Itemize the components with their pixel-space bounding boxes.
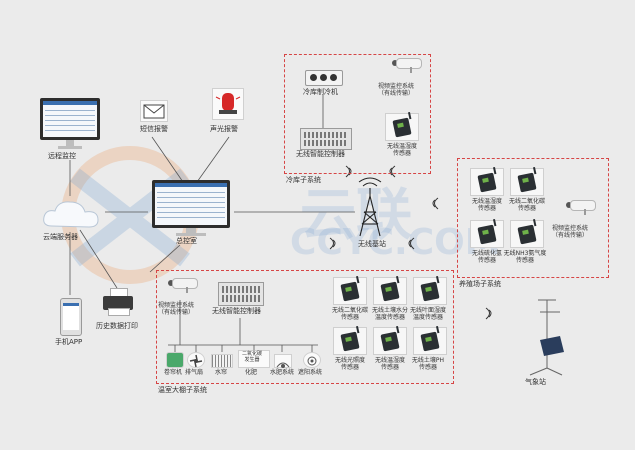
breeding-sensor-1-icon — [470, 168, 504, 196]
breeding-sensor-3-label: 无线硫化氢 传感器 — [471, 250, 502, 265]
device-label-0: 卷帘机 — [164, 369, 183, 376]
cloud-server-label: 云端服务器 — [43, 233, 78, 241]
co2-generator-icon: 二氧化碳 发生器 — [238, 350, 270, 368]
roller-shutter-icon — [166, 352, 184, 368]
refrigerator-icon — [305, 70, 343, 86]
breeding-title: 养殖场子系统 — [459, 280, 501, 288]
breeding-camera-icon — [566, 200, 596, 215]
sms-alarm-icon — [140, 100, 168, 122]
cloud-icon — [43, 201, 99, 228]
greenhouse-subsystem — [156, 270, 454, 384]
base-station-label: 无线基站 — [358, 240, 386, 248]
printer-icon — [103, 288, 133, 316]
breeding-sensor-2-label: 无线二氧化碳 传感器 — [508, 198, 545, 213]
greenhouse-title: 温室大棚子系统 — [158, 386, 207, 394]
breeding-subsystem — [457, 158, 609, 278]
greenhouse-sensor-2-label: 无线土壤水分 温度传感器 — [371, 307, 408, 322]
device-label-2: 水帘 — [215, 369, 228, 376]
sound-light-alarm-label: 声光报警 — [210, 125, 238, 133]
greenhouse-controller-icon — [218, 282, 264, 306]
control-room-label: 总控室 — [176, 237, 197, 245]
breeding-video-label: 视频监控系统 （有线传输） — [552, 225, 589, 239]
cold-camera-icon — [392, 58, 422, 73]
co2-generator-text: 二氧化碳 发生器 — [242, 351, 263, 363]
greenhouse-sensor-4-icon — [333, 327, 367, 355]
breeding-sensor-2-icon — [510, 168, 544, 196]
cold-controller-label: 无线智能控制器 — [296, 150, 345, 158]
device-label-3: 化肥 — [245, 369, 258, 376]
cold-storage-subsystem — [284, 54, 431, 174]
greenhouse-sensor-6-icon — [413, 327, 447, 355]
greenhouse-sensor-5-icon — [373, 327, 407, 355]
cold-storage-title: 冷库子系统 — [286, 176, 321, 184]
greenhouse-controller-label: 无线智能控制器 — [212, 307, 261, 315]
device-label-1: 排气扇 — [185, 369, 204, 376]
greenhouse-sensor-1-icon — [333, 277, 367, 305]
water-fertilizer-icon — [274, 354, 292, 368]
breeding-sensor-3-icon — [470, 220, 504, 248]
control-room-icon — [152, 180, 230, 228]
device-label-5: 遮阳系统 — [298, 369, 323, 376]
watermark-sub: CCYC.COM — [290, 222, 501, 263]
breeding-sensor-1-label: 无线温湿度 传感器 — [471, 198, 502, 213]
remote-monitor-label: 远程监控 — [48, 152, 76, 160]
refrigerator-label: 冷库制冷机 — [303, 88, 338, 96]
weather-station-icon — [529, 299, 563, 376]
water-curtain-icon — [211, 354, 233, 368]
mobile-app-label: 手机APP — [55, 338, 83, 346]
shading-system-icon — [303, 352, 321, 368]
history-print-label: 历史数据打印 — [96, 322, 138, 330]
cold-sensor-label: 无线温湿度 传感器 — [386, 143, 417, 158]
sound-light-alarm-icon — [212, 88, 244, 120]
greenhouse-sensor-3-icon — [413, 277, 447, 305]
greenhouse-sensor-1-label: 无线二氧化碳 传感器 — [331, 307, 368, 322]
breeding-sensor-4-icon — [510, 220, 544, 248]
greenhouse-sensor-6-label: 无线土壤PH 传感器 — [411, 357, 445, 372]
mobile-phone-icon — [60, 298, 82, 336]
tower-icon — [359, 188, 381, 237]
watermark-text: 云联 — [300, 183, 412, 248]
greenhouse-camera-icon — [168, 278, 198, 293]
weather-station-label: 气象站 — [525, 378, 546, 386]
cold-controller-icon — [300, 128, 352, 150]
greenhouse-sensor-5-label: 无线温湿度 传感器 — [374, 357, 405, 372]
cold-video-label: 视频监控系统 （有线传输） — [378, 83, 415, 97]
cold-temp-humidity-sensor-icon — [385, 113, 419, 141]
device-label-4: 水肥系统 — [270, 369, 295, 376]
breeding-sensor-4-label: 无线NH3氨气度 传感器 — [503, 250, 547, 265]
exhaust-fan-icon — [187, 352, 205, 368]
greenhouse-video-label: 视频监控系统 （有线传输） — [158, 302, 195, 316]
greenhouse-sensor-2-icon — [373, 277, 407, 305]
greenhouse-sensor-3-label: 无线叶面湿度 温度传感器 — [409, 307, 446, 322]
sms-alarm-label: 短信报警 — [140, 125, 168, 133]
remote-monitor-icon — [40, 98, 100, 140]
greenhouse-sensor-4-label: 无线光照度 传感器 — [334, 357, 365, 372]
